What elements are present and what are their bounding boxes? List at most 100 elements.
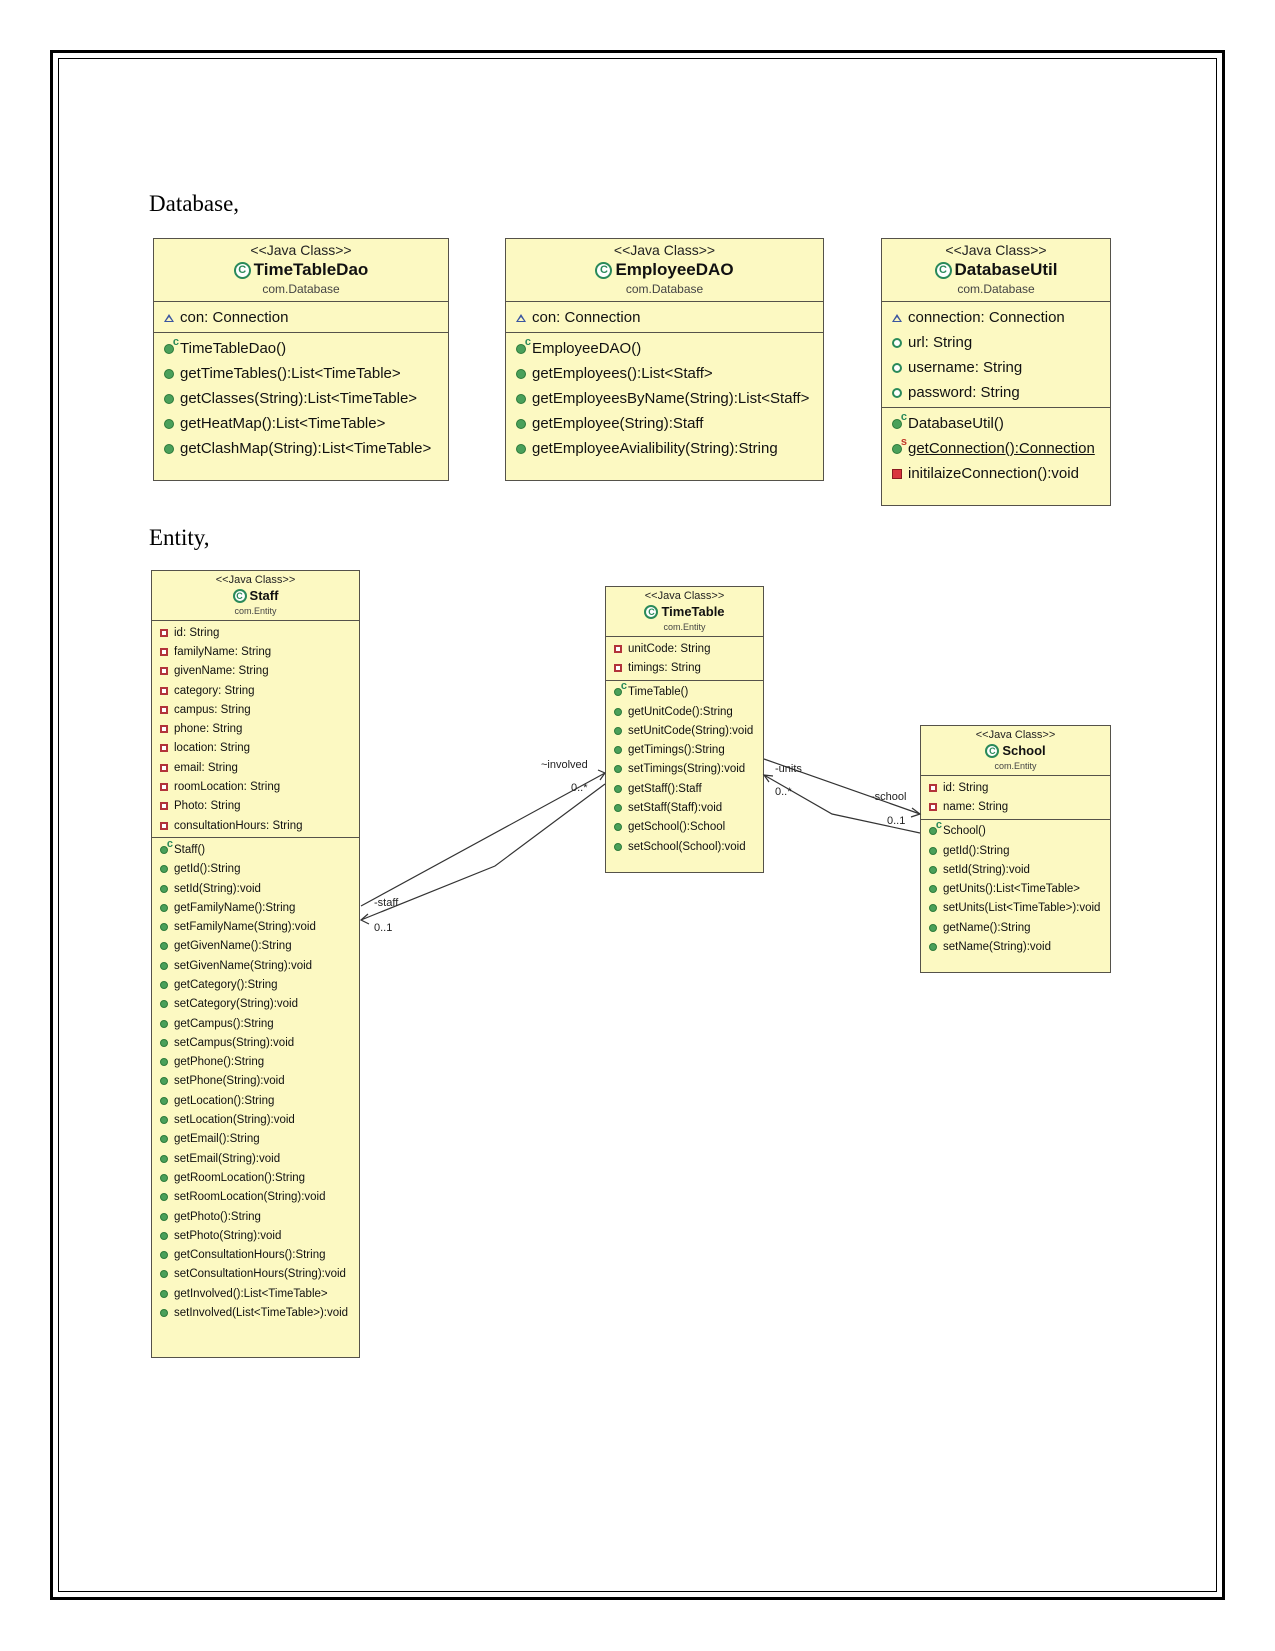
member-text: setSchool(School):void xyxy=(628,840,746,853)
operation-row[interactable]: getClasses(String):List<TimeTable> xyxy=(154,386,448,411)
operation-row[interactable]: getPhone():String xyxy=(152,1053,359,1072)
attribute-row[interactable]: givenName: String xyxy=(152,662,359,681)
operation-row[interactable]: getEmployeeAvialibility(String):String xyxy=(506,436,823,461)
operation-row[interactable]: setPhoto(String):void xyxy=(152,1226,359,1245)
member-text: setGivenName(String):void xyxy=(174,959,313,972)
operation-row[interactable]: setCampus(String):void xyxy=(152,1033,359,1052)
public-method-icon xyxy=(160,1270,168,1279)
operation-row[interactable]: setFamilyName(String):void xyxy=(152,917,359,936)
attribute-row[interactable]: location: String xyxy=(152,739,359,758)
operation-row[interactable]: getUnits():List<TimeTable> xyxy=(921,879,1110,898)
public-method-icon xyxy=(160,1231,168,1240)
operation-row[interactable]: setEmail(String):void xyxy=(152,1149,359,1168)
operation-row[interactable]: getConsultationHours():String xyxy=(152,1246,359,1265)
operation-row[interactable]: getRoomLocation():String xyxy=(152,1168,359,1187)
operation-row[interactable]: getConnection():Connection xyxy=(882,436,1110,461)
operation-row[interactable]: getFamilyName():String xyxy=(152,898,359,917)
attribute-row[interactable]: campus: String xyxy=(152,700,359,719)
attribute-row[interactable]: phone: String xyxy=(152,719,359,738)
member-text: TimeTableDao() xyxy=(180,340,287,357)
operation-row[interactable]: getInvolved():List<TimeTable> xyxy=(152,1284,359,1303)
operation-row[interactable]: TimeTableDao() xyxy=(154,336,448,361)
operations-compartment: TimeTableDao() getTimeTables():List<TimeT… xyxy=(154,333,448,463)
operation-row[interactable]: getCampus():String xyxy=(152,1014,359,1033)
operation-row[interactable]: getCategory():String xyxy=(152,975,359,994)
operation-row[interactable]: getStaff():Staff xyxy=(606,779,763,798)
attribute-row[interactable]: con: Connection xyxy=(154,305,448,330)
attribute-row[interactable]: category: String xyxy=(152,681,359,700)
attribute-row[interactable]: connection: Connection xyxy=(882,305,1110,330)
operation-row[interactable]: TimeTable() xyxy=(606,680,763,702)
public-method-icon xyxy=(160,923,168,932)
operation-row[interactable]: getTimings():String xyxy=(606,740,763,759)
attributes-compartment: con: Connection xyxy=(154,302,448,333)
public-method-icon xyxy=(614,842,622,851)
operation-row[interactable]: setLocation(String):void xyxy=(152,1110,359,1129)
operation-row[interactable]: setId(String):void xyxy=(152,879,359,898)
operation-row[interactable]: setRoomLocation(String):void xyxy=(152,1188,359,1207)
operation-row[interactable]: setSchool(School):void xyxy=(606,837,763,856)
attribute-row[interactable]: name: String xyxy=(921,797,1110,816)
stereotype-label: <<Java Class>> xyxy=(945,242,1047,258)
operation-row[interactable]: setPhone(String):void xyxy=(152,1072,359,1091)
attribute-row[interactable]: Photo: String xyxy=(152,797,359,816)
operation-row[interactable]: setInvolved(List<TimeTable>):void xyxy=(152,1303,359,1322)
operation-row[interactable]: EmployeeDAO() xyxy=(506,336,823,361)
public-field-icon xyxy=(892,362,902,373)
operation-row[interactable]: setName(String):void xyxy=(921,937,1110,956)
attribute-row[interactable]: email: String xyxy=(152,758,359,777)
attribute-row[interactable]: familyName: String xyxy=(152,642,359,661)
operation-row[interactable]: getClashMap(String):List<TimeTable> xyxy=(154,436,448,461)
attribute-row[interactable]: username: String xyxy=(882,355,1110,380)
operation-row[interactable]: setGivenName(String):void xyxy=(152,956,359,975)
operation-row[interactable]: getUnitCode():String xyxy=(606,702,763,721)
attribute-row[interactable]: timings: String xyxy=(606,658,763,677)
operation-row[interactable]: setUnits(List<TimeTable>):void xyxy=(921,899,1110,918)
member-text: unitCode: String xyxy=(628,642,711,655)
operation-row[interactable]: DatabaseUtil() xyxy=(882,411,1110,436)
operation-row[interactable]: setStaff(Staff):void xyxy=(606,798,763,817)
operation-row[interactable]: getHeatMap():List<TimeTable> xyxy=(154,411,448,436)
operation-row[interactable]: Staff() xyxy=(152,838,359,859)
operation-row[interactable]: setTimings(String):void xyxy=(606,760,763,779)
operation-row[interactable]: getEmployee(String):Staff xyxy=(506,411,823,436)
attribute-row[interactable]: url: String xyxy=(882,330,1110,355)
operation-row[interactable]: setId(String):void xyxy=(921,860,1110,879)
attribute-row[interactable]: password: String xyxy=(882,380,1110,405)
public-method-icon xyxy=(160,961,168,970)
operation-row[interactable]: getEmployees():List<Staff> xyxy=(506,361,823,386)
attribute-row[interactable]: unitCode: String xyxy=(606,639,763,658)
attribute-row[interactable]: id: String xyxy=(921,778,1110,797)
public-method-icon xyxy=(164,393,174,404)
operation-row[interactable]: setCategory(String):void xyxy=(152,995,359,1014)
operation-row[interactable]: getTimeTables():List<TimeTable> xyxy=(154,361,448,386)
attribute-row[interactable]: con: Connection xyxy=(506,305,823,330)
operation-row[interactable]: getId():String xyxy=(921,841,1110,860)
public-method-icon xyxy=(160,1000,168,1009)
operation-row[interactable]: getName():String xyxy=(921,918,1110,937)
operation-row[interactable]: getGivenName():String xyxy=(152,937,359,956)
operation-row[interactable]: setUnitCode(String):void xyxy=(606,721,763,740)
operation-row[interactable]: initilaizeConnection():void xyxy=(882,461,1110,486)
operation-row[interactable]: getPhoto():String xyxy=(152,1207,359,1226)
operation-row[interactable]: getLocation():String xyxy=(152,1091,359,1110)
operation-row[interactable]: getSchool():School xyxy=(606,818,763,837)
operation-row[interactable]: setConsultationHours(String):void xyxy=(152,1265,359,1284)
attribute-row[interactable]: consultationHours: String xyxy=(152,816,359,835)
operation-row[interactable]: getEmployeesByName(String):List<Staff> xyxy=(506,386,823,411)
operation-row[interactable]: School() xyxy=(921,819,1110,841)
attribute-row[interactable]: id: String xyxy=(152,623,359,642)
operation-row[interactable]: getId():String xyxy=(152,860,359,879)
entity-heading: Entity, xyxy=(149,525,210,550)
involved-line xyxy=(360,772,606,907)
attribute-row[interactable]: roomLocation: String xyxy=(152,777,359,796)
operation-row[interactable]: getEmail():String xyxy=(152,1130,359,1149)
